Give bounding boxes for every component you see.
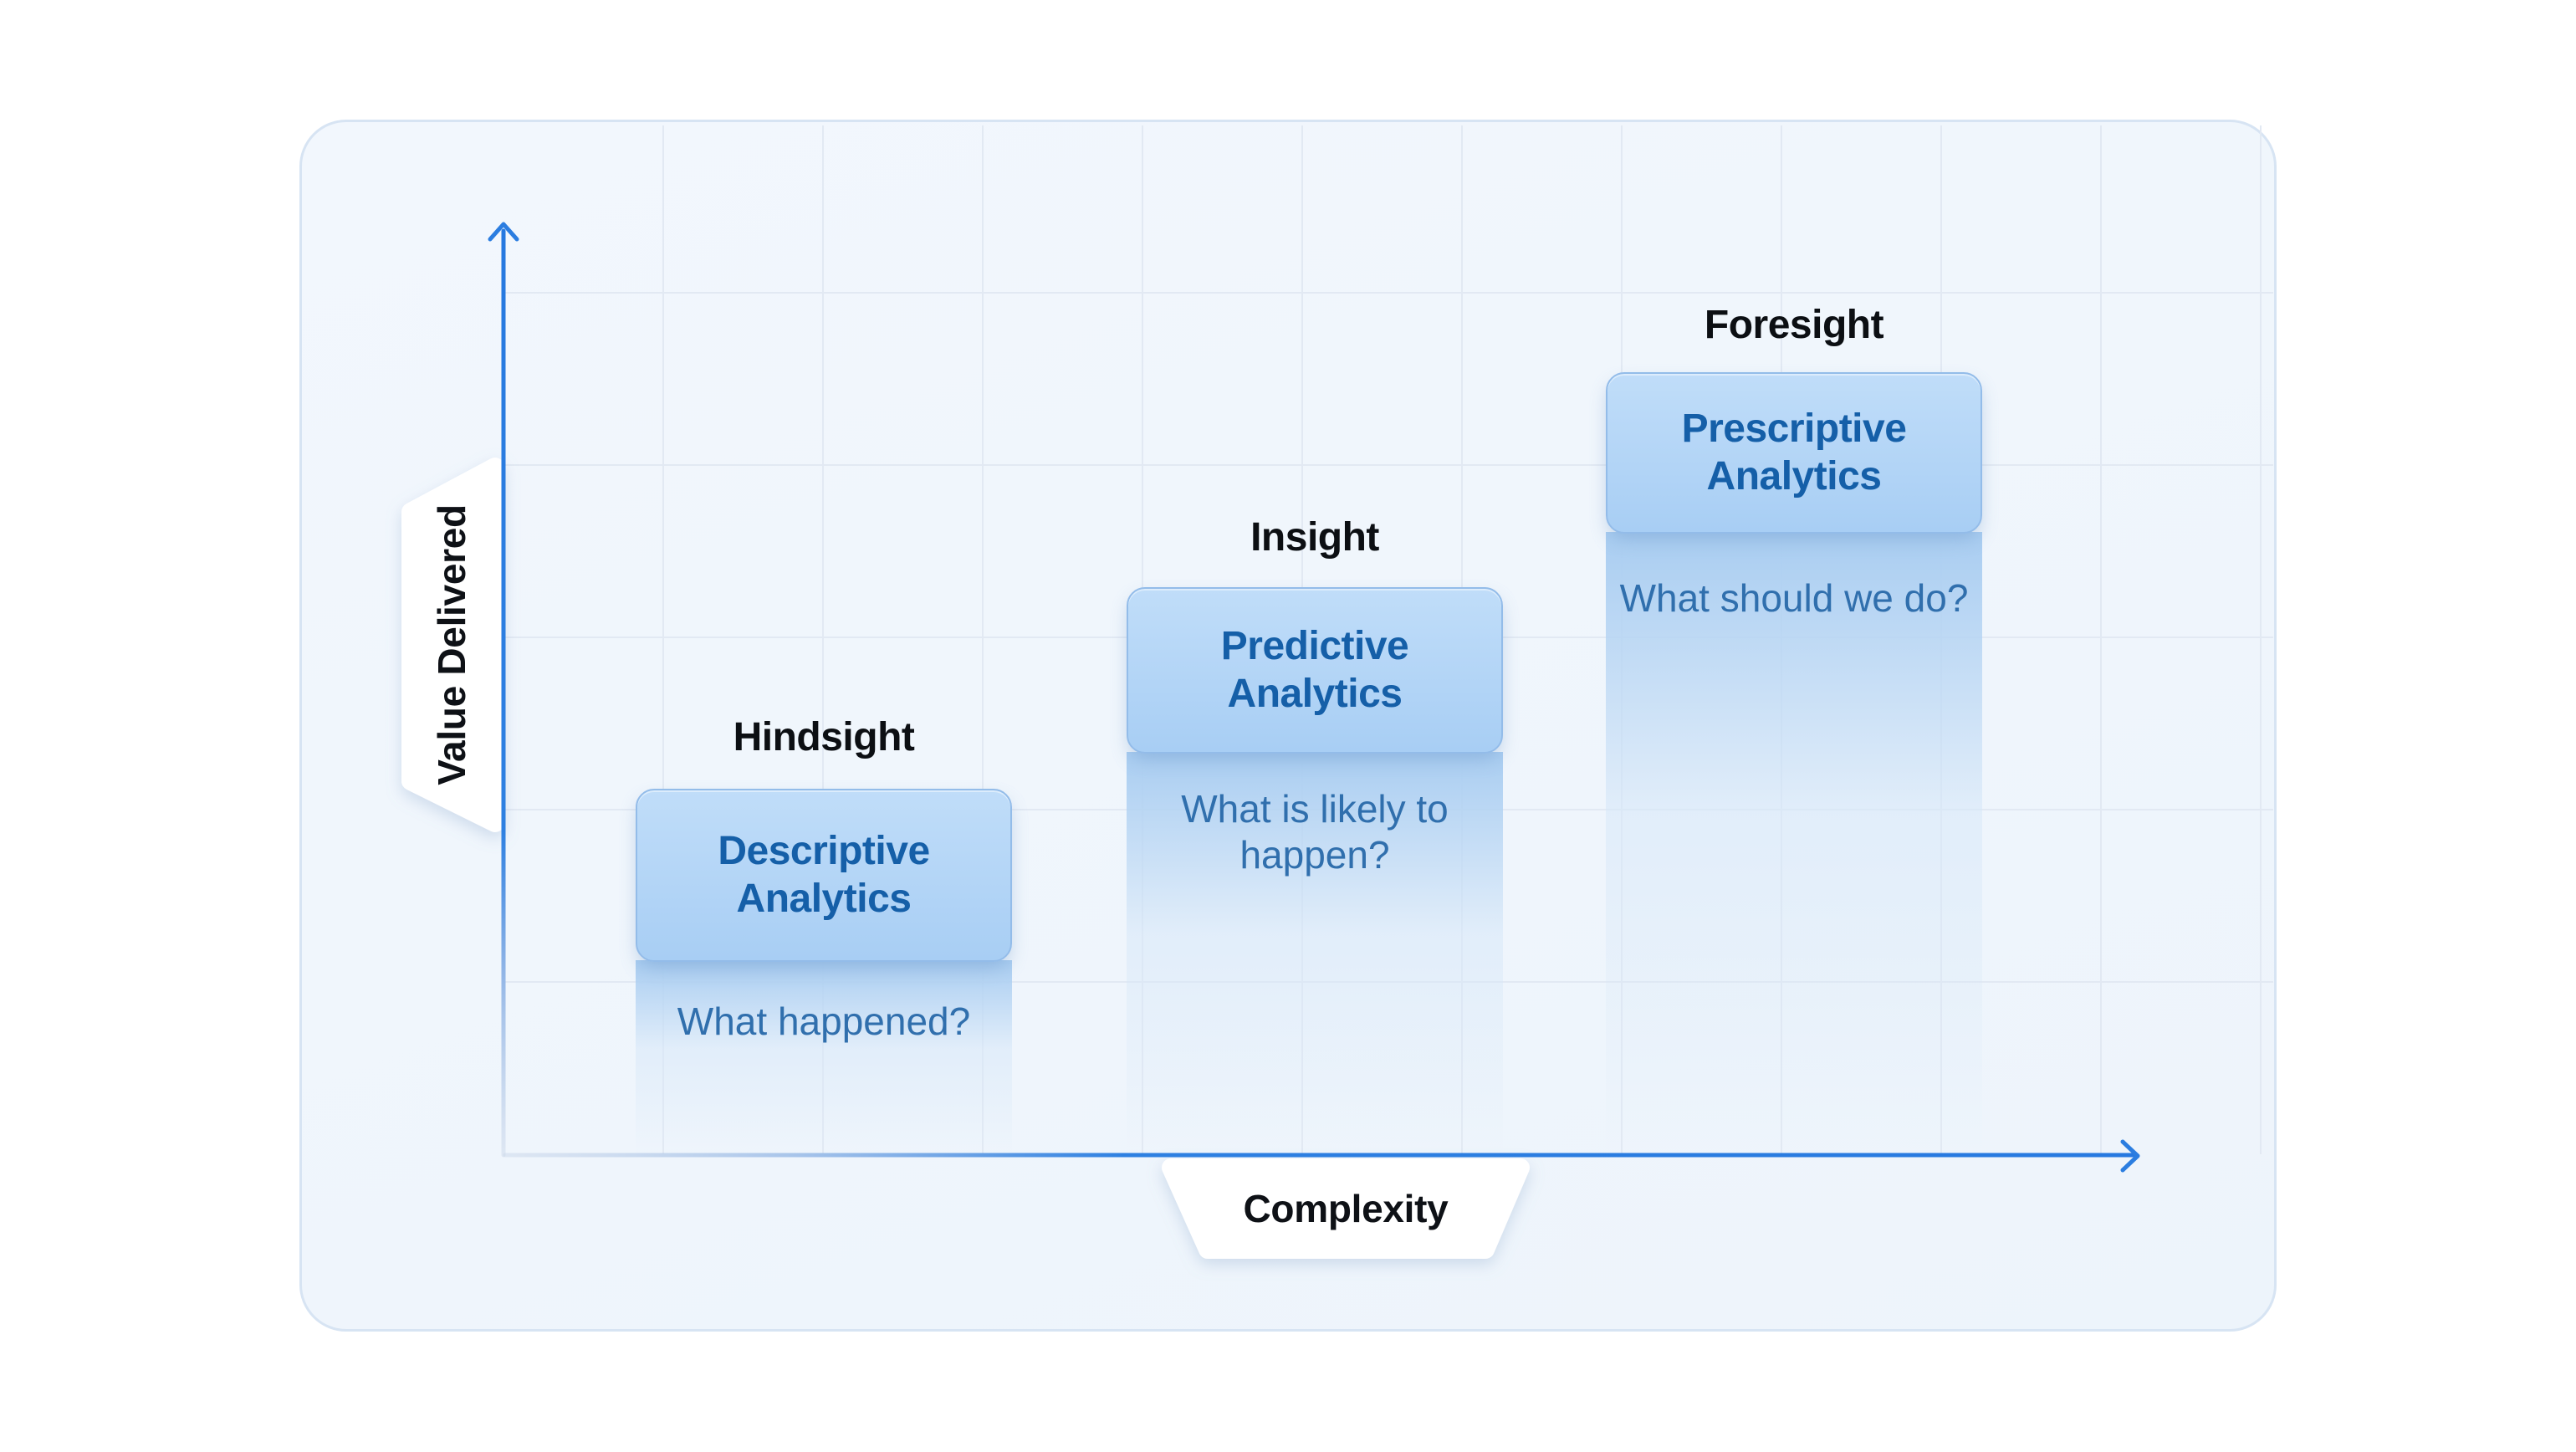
y-axis bbox=[488, 222, 519, 1158]
stage-heading-hindsight: Hindsight bbox=[733, 715, 915, 759]
stage-box-prescriptive-analytics: Prescriptive Analytics bbox=[1606, 372, 1982, 534]
stage-box-label: Prescriptive Analytics bbox=[1681, 406, 1907, 498]
stage-caption-insight: What is likely to happen? bbox=[1181, 787, 1449, 877]
y-axis-arrow-icon bbox=[488, 222, 519, 242]
x-axis-label: Complexity bbox=[1243, 1187, 1449, 1230]
complexity-banner bbox=[1162, 1158, 1530, 1259]
stage-heading-foresight: Foresight bbox=[1704, 303, 1884, 347]
stage-caption-hindsight: What happened? bbox=[677, 1000, 971, 1043]
stage-box-label: Predictive Analytics bbox=[1220, 623, 1409, 716]
stage-heading-insight: Insight bbox=[1250, 515, 1379, 560]
x-axis-arrow-icon bbox=[2120, 1139, 2140, 1173]
stage-column-hindsight bbox=[636, 960, 1012, 1156]
stage-caption-foresight: What should we do? bbox=[1619, 576, 1969, 620]
y-axis-label: Value Delivered bbox=[430, 504, 473, 785]
value-delivered-banner bbox=[401, 458, 504, 832]
stage-column-foresight bbox=[1606, 532, 1982, 1156]
stage-box-descriptive-analytics: Descriptive Analytics bbox=[636, 789, 1012, 962]
stage-box-predictive-analytics: Predictive Analytics bbox=[1127, 587, 1503, 754]
stage-column-insight bbox=[1127, 752, 1503, 1156]
stage-box-label: Descriptive Analytics bbox=[718, 828, 930, 921]
